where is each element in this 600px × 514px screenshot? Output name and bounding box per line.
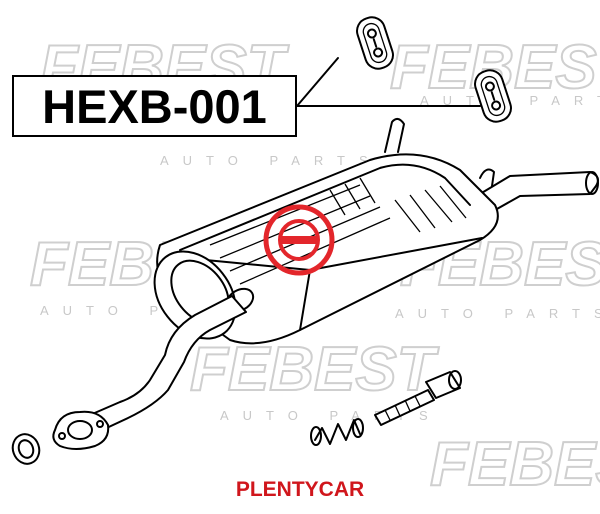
flange-bolt [374,370,462,426]
tail-pipe [469,168,599,215]
brand-stamp-ring [263,204,335,276]
leader-line-top [296,57,339,107]
leader-lines [296,57,481,107]
brand-stamp-bar [281,236,317,244]
sealing-ring [11,433,41,465]
brand-stamp [263,204,335,276]
part-number-label: HEXB-001 [42,79,267,133]
footer-brand-text: PLENTYCAR [235,478,365,501]
watermark-tagline-5: AUTO PARTS [220,408,442,423]
watermark-tagline-4: AUTO PARTS [395,306,600,321]
watermark-tagline-1: AUTO PARTS [160,153,382,168]
hanger-bushing-1 [356,16,394,70]
part-number-box: HEXB-001 [12,75,297,137]
coil-spring [310,418,364,446]
watermark-brand-5: FEBEST [190,335,440,404]
brand-stamp-inner [278,219,320,261]
watermark-brand-6: FEBEST [430,430,600,499]
hanger-bushing-2 [474,69,512,123]
muffler-body [156,118,499,345]
front-pipe [52,295,247,450]
